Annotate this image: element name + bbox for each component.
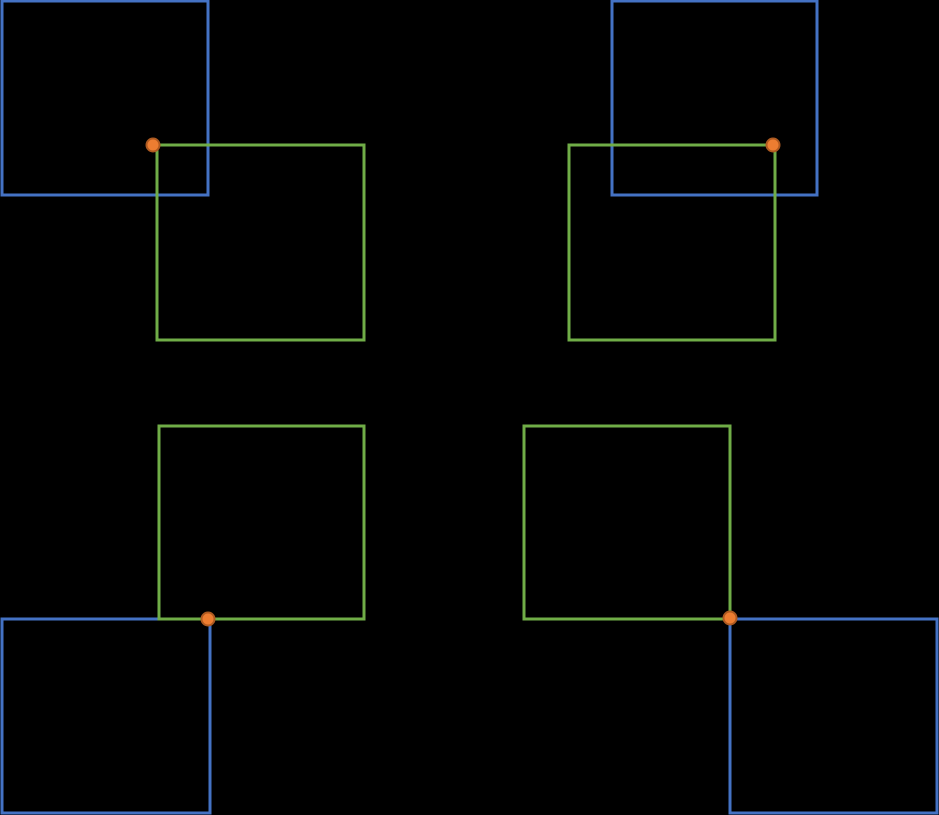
top-right-corner-dot	[765, 137, 781, 153]
top-left-blue-rectangle	[0, 0, 210, 197]
panel-top-left	[0, 0, 366, 342]
panel-bottom-left	[0, 424, 366, 815]
panel-bottom-right	[522, 424, 939, 815]
top-left-corner-dot	[145, 137, 161, 153]
bottom-right-green-rectangle	[522, 424, 732, 621]
top-left-green-rectangle	[155, 143, 366, 342]
panel-top-right	[567, 0, 819, 342]
top-right-blue-rectangle	[610, 0, 819, 197]
bottom-left-blue-rectangle	[0, 617, 212, 815]
bottom-left-green-rectangle	[157, 424, 366, 621]
bottom-right-blue-rectangle	[728, 617, 939, 815]
bottom-left-corner-dot	[200, 611, 216, 627]
top-right-green-rectangle	[567, 143, 777, 342]
bottom-right-corner-dot	[722, 610, 738, 626]
